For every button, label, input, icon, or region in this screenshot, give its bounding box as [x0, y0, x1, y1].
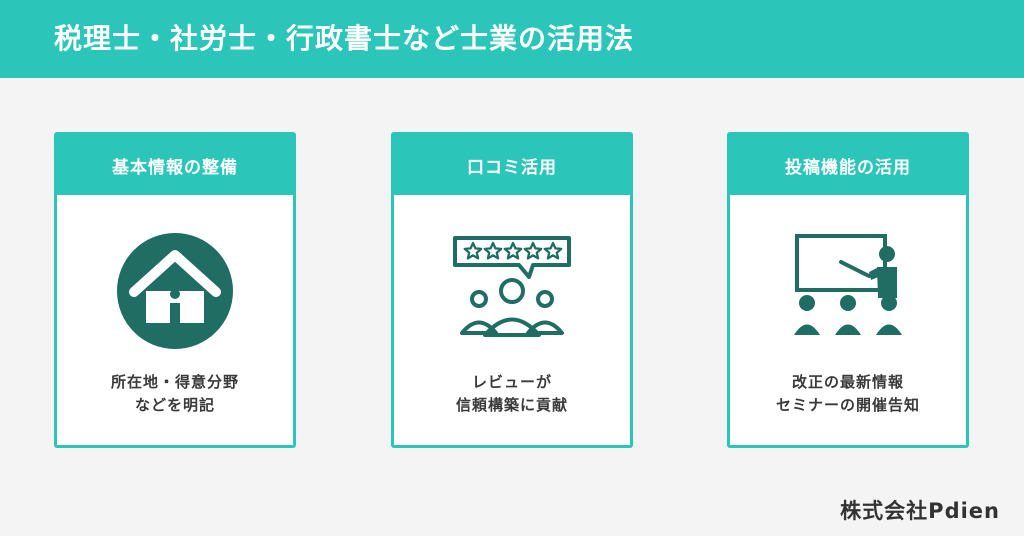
- card-line: などを明記: [134, 396, 215, 414]
- card-post-feature: 投稿機能の活用 改正の最新情報 セミナーの開催告知: [727, 132, 969, 448]
- card-description: 所在地・得意分野 などを明記: [57, 371, 293, 417]
- card-title: 投稿機能の活用: [785, 157, 911, 178]
- card-reviews: 口コミ活用 レビューが 信頼構築に貢献: [391, 132, 633, 448]
- card-header: 投稿機能の活用: [730, 135, 966, 195]
- card-description: 改正の最新情報 セミナーの開催告知: [730, 371, 966, 417]
- card-header: 基本情報の整備: [57, 135, 293, 195]
- card-title: 基本情報の整備: [112, 157, 238, 178]
- star-rating-icon: [463, 241, 563, 260]
- presenter-icon: [869, 246, 897, 298]
- house-icon: [117, 233, 233, 349]
- company-name: 株式会社Pdien: [840, 499, 1000, 523]
- people-icon: [460, 278, 564, 337]
- card-line: セミナーの開催告知: [775, 396, 920, 414]
- pointer-stick-icon: [839, 260, 871, 278]
- card-line: 改正の最新情報: [791, 373, 904, 391]
- presentation-board-icon: [795, 234, 887, 292]
- house-door: [170, 303, 180, 323]
- card-basic-info: 基本情報の整備 所在地・得意分野 などを明記: [54, 132, 296, 448]
- card-line: レビューが: [471, 373, 552, 391]
- speech-bubble-icon: [453, 236, 571, 279]
- card-line: 所在地・得意分野: [110, 373, 239, 391]
- house-window-dot: [170, 289, 180, 299]
- card-line: 信頼構築に貢献: [455, 396, 568, 414]
- page-title: 税理士・社労士・行政書士など士業の活用法: [54, 22, 635, 55]
- audience-icon: [794, 295, 902, 335]
- house-roof: [129, 250, 221, 297]
- review-people-icon: [453, 236, 571, 337]
- seminar-presentation-icon: [794, 234, 902, 335]
- card-header: 口コミ活用: [394, 135, 630, 195]
- header-banner: 税理士・社労士・行政書士など士業の活用法: [0, 0, 1024, 78]
- card-title: 口コミ活用: [467, 157, 557, 178]
- card-description: レビューが 信頼構築に貢献: [394, 371, 630, 417]
